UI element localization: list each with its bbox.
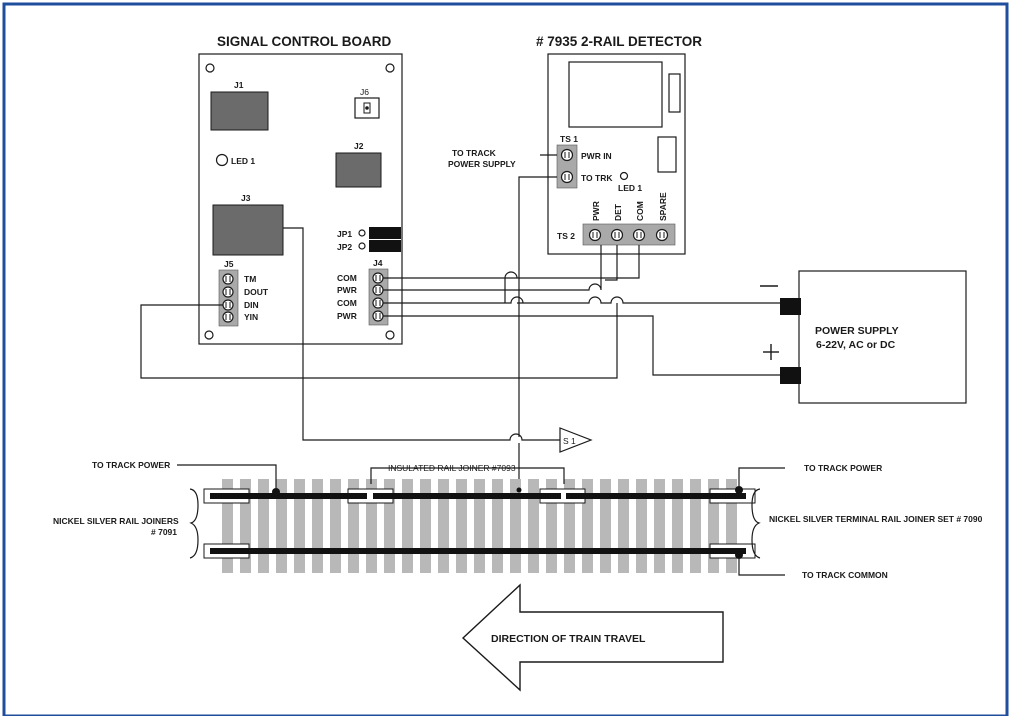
ts2-pin-spare: SPARE bbox=[658, 192, 668, 221]
signal-s1-icon bbox=[559, 427, 593, 453]
power-supply-line2: 6-22V, AC or DC bbox=[816, 339, 896, 351]
rail-top-left bbox=[210, 493, 367, 499]
nickel-left-line1: NICKEL SILVER RAIL JOINERS bbox=[53, 516, 179, 526]
detector-component bbox=[668, 73, 681, 113]
jp1-jumper bbox=[369, 227, 401, 239]
j4-pin-com-2: COM bbox=[337, 298, 357, 308]
ts2-pin-pwr: PWR bbox=[591, 201, 601, 221]
track-common-dot bbox=[735, 551, 743, 559]
ts2-label: TS 2 bbox=[557, 231, 575, 241]
j3-label: J3 bbox=[241, 193, 251, 203]
track bbox=[203, 479, 756, 573]
nickel-left-line2: # 7091 bbox=[151, 527, 177, 537]
power-supply-negative-terminal bbox=[780, 298, 801, 315]
to-track-common-label: TO TRACK COMMON bbox=[802, 570, 888, 580]
led-1-icon bbox=[215, 153, 229, 167]
j4-pin-pwr-1: PWR bbox=[337, 285, 357, 295]
j5-pin-tm: TM bbox=[244, 274, 256, 284]
wires bbox=[140, 154, 780, 487]
to-track-power-right-label: TO TRACK POWER bbox=[804, 463, 882, 473]
to-track-power-left-label: TO TRACK POWER bbox=[92, 460, 170, 470]
power-supply-positive-terminal bbox=[780, 367, 801, 384]
ts1-screws bbox=[560, 148, 574, 184]
ts2-pin-com: COM bbox=[635, 201, 645, 221]
pwr-in-label: PWR IN bbox=[581, 151, 612, 161]
j4-screws bbox=[372, 272, 384, 322]
j4-label: J4 bbox=[373, 258, 383, 268]
j5-pin-dout: DOUT bbox=[244, 287, 269, 297]
rail-top-mid bbox=[373, 493, 561, 499]
j2-connector bbox=[335, 152, 382, 188]
j2-label: J2 bbox=[354, 141, 364, 151]
direction-label: DIRECTION OF TRAIN TRAVEL bbox=[491, 633, 646, 645]
j4-terminal-strip bbox=[368, 268, 389, 326]
to-track-power-supply-line1: TO TRACK bbox=[452, 148, 497, 158]
power-supply-box bbox=[798, 270, 967, 404]
j1-connector bbox=[210, 91, 269, 131]
board-title: SIGNAL CONTROL BOARD bbox=[217, 34, 392, 49]
j5-pin-yin: YIN bbox=[244, 312, 258, 322]
signal-s1-label: S 1 bbox=[563, 436, 576, 446]
ts1-label: TS 1 bbox=[560, 134, 578, 144]
j1-label: J1 bbox=[234, 80, 244, 90]
board-led-label: LED 1 bbox=[231, 156, 255, 166]
track-detector-dot bbox=[516, 487, 522, 493]
j5-screws bbox=[222, 273, 234, 323]
j6-label: J6 bbox=[360, 87, 369, 97]
to-trk-label: TO TRK bbox=[581, 173, 613, 183]
nickel-right-label: NICKEL SILVER TERMINAL RAIL JOINER SET #… bbox=[769, 514, 983, 524]
j5-label: J5 bbox=[224, 259, 234, 269]
ts2-pin-det: DET bbox=[613, 203, 623, 221]
detector-component-2 bbox=[657, 136, 677, 173]
track-ties bbox=[222, 479, 737, 573]
j4-pin-pwr-2: PWR bbox=[337, 311, 357, 321]
ts2-terminal-strip bbox=[582, 223, 676, 246]
track-power-right-dot bbox=[735, 486, 743, 494]
direction-arrow-icon bbox=[461, 583, 724, 692]
ts2-screws bbox=[588, 228, 669, 242]
detector-led-label: LED 1 bbox=[618, 183, 642, 193]
detector-led-icon bbox=[619, 171, 629, 181]
jp1-label: JP1 bbox=[337, 229, 352, 239]
jp2-label: JP2 bbox=[337, 242, 352, 252]
j5-terminal-strip bbox=[218, 269, 239, 327]
detector-relay bbox=[568, 61, 663, 128]
j4-pin-com-1: COM bbox=[337, 273, 357, 283]
rail-top-right bbox=[566, 493, 746, 499]
insulated-joiner-label: INSULATED RAIL JOINER #7093 bbox=[388, 463, 516, 473]
j5-pin-din: DIN bbox=[244, 300, 259, 310]
jp2-jumper bbox=[369, 240, 401, 252]
track-power-left-dot bbox=[272, 488, 280, 496]
to-track-power-supply-line2: POWER SUPPLY bbox=[448, 159, 516, 169]
detector-title: # 7935 2-RAIL DETECTOR bbox=[536, 34, 702, 49]
rail-bottom bbox=[210, 548, 746, 554]
power-supply-line1: POWER SUPPLY bbox=[815, 325, 899, 337]
j3-connector bbox=[212, 204, 284, 256]
